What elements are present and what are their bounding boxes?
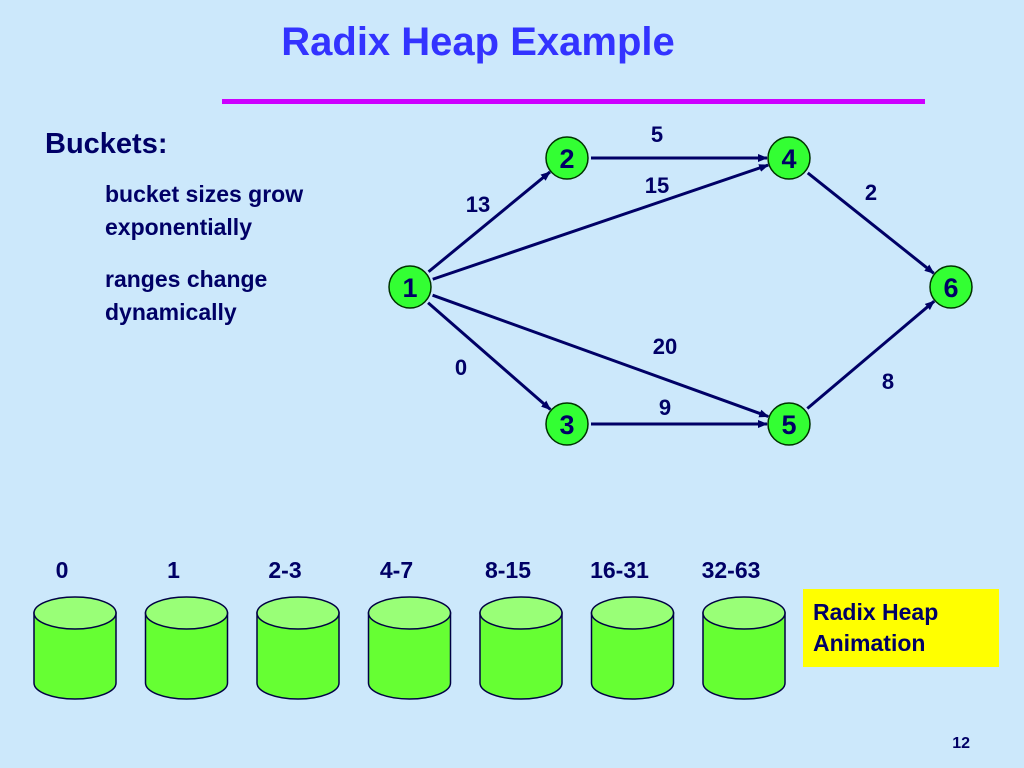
edge-1-2: [427, 170, 551, 273]
bucket-label: 4-7: [380, 557, 413, 583]
bucket-body: [256, 612, 340, 700]
bucket-label: 32-63: [702, 557, 761, 583]
bucket-4: 8-15: [479, 557, 563, 700]
node-label: 6: [943, 273, 958, 303]
slide-title: Radix Heap Example: [281, 20, 675, 64]
bucket-2: 2-3: [256, 557, 340, 700]
graph-node-2: 2: [545, 136, 589, 180]
edge-1-5: [432, 293, 770, 418]
radix-heap-animation-link[interactable]: Radix Heap Animation: [803, 589, 999, 667]
bucket-3: 4-7: [367, 557, 452, 700]
edge-4-6: [806, 171, 935, 275]
buckets-heading: Buckets:: [45, 128, 168, 160]
bucket-6: 32-63: [702, 557, 786, 700]
bucket-body: [144, 612, 229, 700]
node-label: 4: [781, 144, 796, 174]
bucket-label: 8-15: [485, 557, 531, 583]
bucket-label: 2-3: [268, 557, 301, 583]
page-number: 12: [952, 735, 970, 752]
edge-weight-1-2: 13: [466, 192, 490, 217]
bucket-0: 0: [33, 557, 117, 700]
bucket-body: [33, 612, 117, 700]
bucket-5: 16-31: [590, 557, 675, 700]
node-label: 1: [402, 273, 417, 303]
edge-weight-3-5: 9: [659, 395, 671, 420]
bucket-body: [590, 612, 675, 700]
edge-weight-1-3: 0: [455, 355, 467, 380]
graph-node-1: 1: [388, 265, 432, 309]
bucket-top: [479, 596, 563, 630]
graph-node-5: 5: [767, 402, 811, 446]
bullet-ranges: ranges change dynamically: [105, 266, 268, 325]
bucket-body: [367, 612, 452, 700]
node-label: 3: [559, 410, 574, 440]
edge-weight-1-4: 15: [645, 173, 669, 198]
edge-weight-1-5: 20: [653, 334, 677, 359]
graph-node-6: 6: [929, 265, 973, 309]
graph-node-4: 4: [767, 136, 811, 180]
node-circle: [767, 136, 811, 180]
bullet-bucket-sizes: bucket sizes grow exponentially: [105, 181, 304, 240]
graph-node-3: 3: [545, 402, 589, 446]
bucket-top: [702, 596, 786, 630]
bucket-1: 1: [144, 557, 229, 700]
edge-weight-4-6: 2: [865, 180, 877, 205]
node-label: 2: [559, 144, 574, 174]
edge-1-4: [432, 163, 770, 281]
bucket-label: 16-31: [590, 557, 649, 583]
edge-1-3: [427, 301, 552, 411]
bucket-top: [367, 596, 452, 630]
title-divider: [222, 99, 925, 104]
edge-weight-2-4: 5: [651, 122, 663, 147]
edge-weight-5-6: 8: [882, 369, 894, 394]
node-circle: [388, 265, 432, 309]
bucket-top: [256, 596, 340, 630]
node-circle: [545, 136, 589, 180]
bucket-top: [590, 596, 675, 630]
node-circle: [929, 265, 973, 309]
edge-5-6: [806, 300, 936, 410]
node-label: 5: [781, 410, 796, 440]
bucket-top: [144, 596, 229, 630]
bucket-body: [479, 612, 563, 700]
node-circle: [545, 402, 589, 446]
node-circle: [767, 402, 811, 446]
bucket-top: [33, 596, 117, 630]
bucket-body: [702, 612, 786, 700]
bucket-label: 1: [167, 557, 180, 583]
bucket-label: 0: [56, 557, 69, 583]
